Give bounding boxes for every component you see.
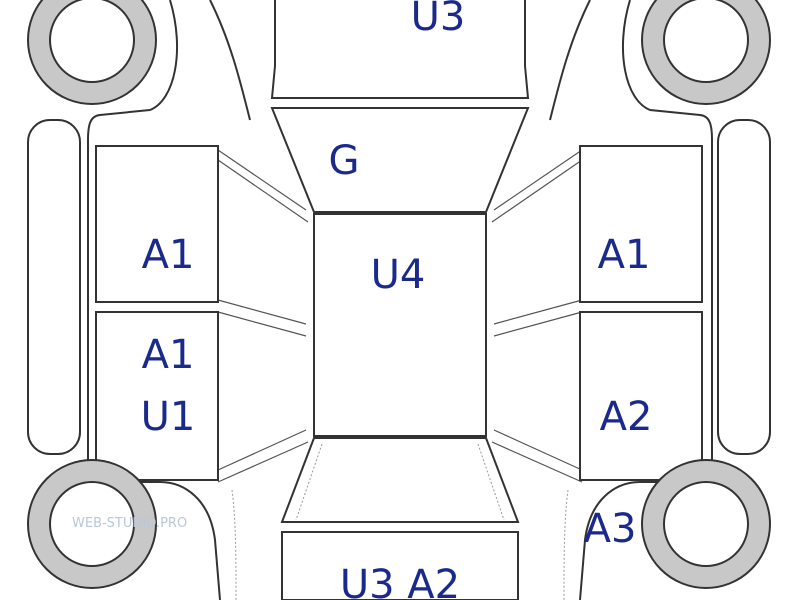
rear-right-door-label: A2 (600, 394, 653, 440)
trunk-panel[interactable] (281, 531, 519, 600)
rear-left-wheel[interactable] (27, 459, 157, 589)
rear-left-door-bottom-label: U1 (141, 394, 196, 440)
right-side-skirt[interactable] (717, 119, 771, 455)
pillar-lines-left (217, 149, 309, 483)
rear-left-door-panel[interactable] (95, 311, 219, 481)
windshield-label: G (329, 138, 360, 184)
rear-right-wheel[interactable] (641, 459, 771, 589)
hood-label: U3 (411, 0, 466, 40)
left-side-skirt[interactable] (27, 119, 81, 455)
hood-panel[interactable] (270, 0, 530, 99)
pillar-lines-right (491, 149, 583, 483)
front-left-door-panel[interactable] (95, 145, 219, 303)
front-right-door-label: A1 (598, 232, 651, 278)
roof-label: U4 (371, 252, 426, 298)
rear-right-quarter-label: A3 (584, 506, 637, 552)
front-left-door-label: A1 (142, 232, 195, 278)
rear-window-panel[interactable] (280, 437, 520, 523)
windshield-panel[interactable] (270, 107, 530, 213)
watermark-text: WEB-STUDIO.PRO (72, 516, 187, 531)
front-right-door-panel[interactable] (579, 145, 703, 303)
rear-left-door-top-label: A1 (142, 332, 195, 378)
roof-panel[interactable] (313, 213, 487, 437)
trunk-label: U3 A2 (340, 562, 460, 600)
rear-right-door-panel[interactable] (579, 311, 703, 481)
front-left-wheel[interactable] (27, 0, 157, 105)
front-right-wheel[interactable] (641, 0, 771, 105)
